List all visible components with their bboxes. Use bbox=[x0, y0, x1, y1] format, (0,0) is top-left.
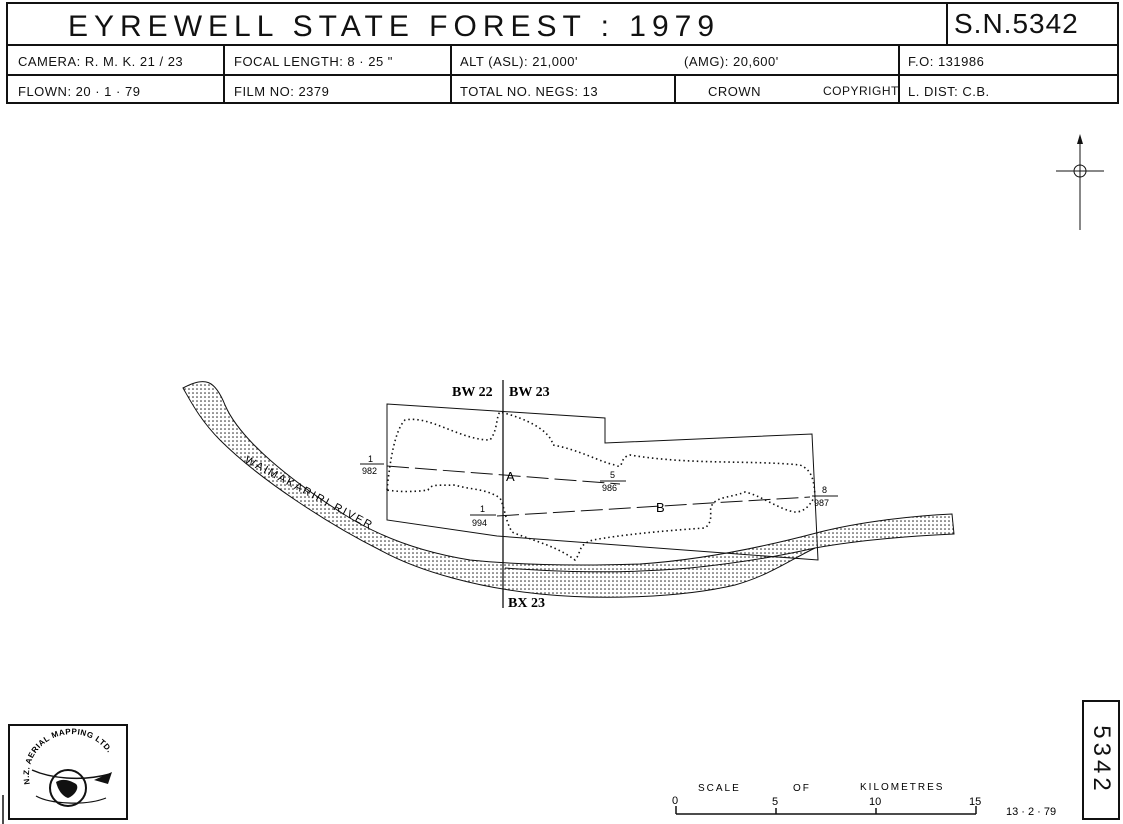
l-dist-field: L. DIST: C.B. bbox=[908, 84, 990, 99]
survey-number: S.N.5342 bbox=[954, 8, 1079, 39]
flight-line-b bbox=[496, 496, 811, 517]
sheet-label-bx23: BX 23 bbox=[508, 596, 545, 611]
header-divider bbox=[946, 4, 948, 44]
header-divider bbox=[898, 44, 900, 104]
run-b-start-number: 1 bbox=[480, 504, 485, 514]
sheet-label-bw22: BW 22 bbox=[452, 385, 493, 400]
scale-tick-label: 5 bbox=[772, 796, 778, 808]
flight-run-b-label: B bbox=[656, 500, 665, 515]
sheet-number-vertical: 5342 bbox=[1082, 700, 1120, 820]
scale-tick-label: 15 bbox=[969, 796, 981, 808]
run-b-end-frame: 987 bbox=[814, 498, 829, 508]
forest-boundary bbox=[386, 411, 816, 562]
flown-field: FLOWN: 20 · 1 · 79 bbox=[18, 84, 141, 99]
fo-field: F.O: 131986 bbox=[908, 54, 985, 69]
river-label: WAIMAKARIRI RIVER bbox=[243, 454, 376, 532]
sheet-label-bw23: BW 23 bbox=[509, 385, 550, 400]
run-a-start-frame: 982 bbox=[362, 466, 377, 476]
coverage-outline bbox=[386, 403, 819, 561]
map-date: 13 · 2 · 79 bbox=[1006, 806, 1056, 818]
run-a-start-number: 1 bbox=[368, 454, 373, 464]
header-divider bbox=[8, 44, 1117, 46]
header-table: EYREWELL STATE FOREST : 1979 S.N.5342 CA… bbox=[6, 2, 1119, 104]
scale-caption-word: OF bbox=[793, 783, 811, 794]
flight-line-a bbox=[386, 465, 621, 485]
scale-tick-label: 10 bbox=[869, 796, 881, 808]
copyright-label: COPYRIGHT bbox=[823, 84, 899, 98]
company-logo: N.Z. AERIAL MAPPING LTD. bbox=[8, 724, 128, 820]
map-title: EYREWELL STATE FOREST : 1979 bbox=[68, 10, 721, 43]
total-negs-field: TOTAL NO. NEGS: 13 bbox=[460, 84, 599, 99]
scale-caption-word: KILOMETRES bbox=[860, 782, 944, 793]
flight-run-a-label: A bbox=[506, 469, 515, 484]
run-b-end-number: 8 bbox=[822, 485, 827, 495]
header-divider bbox=[450, 44, 452, 104]
film-no-field: FILM NO: 2379 bbox=[234, 84, 330, 99]
camera-field: CAMERA: R. M. K. 21 / 23 bbox=[18, 54, 184, 69]
header-divider bbox=[8, 74, 1117, 76]
river-band bbox=[182, 381, 955, 598]
run-b-start-frame: 994 bbox=[472, 518, 487, 528]
alt-amg-field: (AMG): 20,600' bbox=[684, 54, 779, 69]
river-channel bbox=[504, 547, 816, 573]
crown-label: CROWN bbox=[708, 84, 762, 99]
alt-asl-field: ALT (ASL): 21,000' bbox=[460, 54, 578, 69]
header-divider bbox=[223, 44, 225, 104]
run-a-end-number: 5 bbox=[610, 470, 615, 480]
focal-length-field: FOCAL LENGTH: 8 · 25 " bbox=[234, 54, 393, 69]
scale-caption-word: SCALE bbox=[698, 783, 741, 794]
scale-tick-label: 0 bbox=[672, 795, 678, 807]
header-divider bbox=[674, 74, 676, 104]
aerial-mapping-logo-icon: N.Z. AERIAL MAPPING LTD. bbox=[22, 727, 114, 807]
run-a-end-frame: 986 bbox=[602, 483, 617, 493]
north-arrow-icon bbox=[1056, 134, 1104, 230]
